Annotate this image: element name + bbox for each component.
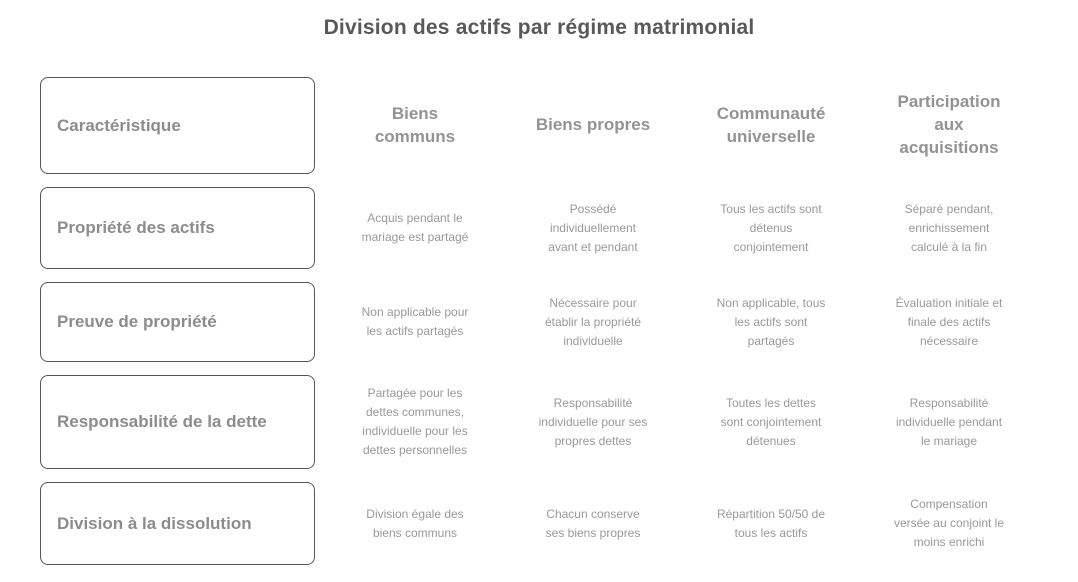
row-label-propriete-des-actifs: Propriété des actifs (40, 187, 315, 269)
cell-dissolution-biens-propres: Chacun conserve ses biens propres (545, 506, 641, 540)
diagram-title: Division des actifs par régime matrimoni… (323, 16, 755, 39)
column-header-communaute-universelle: Communauté universelle (716, 103, 826, 146)
cell-dette-participation: Responsabilité individuelle pendant le m… (895, 395, 1003, 448)
cell-dissolution-communaute: Répartition 50/50 de tous les actifs (716, 506, 826, 540)
cell-dissolution-biens-communs: Division égale des biens communs (366, 506, 464, 540)
cell-dette-communaute: Toutes les dettes sont conjointement dét… (720, 395, 822, 448)
cell-propriete-participation: Séparé pendant, enrichissement calculé à… (904, 201, 994, 254)
column-header-biens-propres: Biens propres (535, 115, 651, 135)
row-label-preuve-de-propriete: Preuve de propriété (40, 282, 315, 362)
row-label-division-dissolution: Division à la dissolution (40, 482, 315, 565)
column-header-biens-communs: Biens communs (374, 103, 456, 146)
cell-dette-biens-propres: Responsabilité individuelle pour ses pro… (538, 395, 648, 448)
column-header-participation-acquisitions: Participation aux acquisitions (897, 92, 1001, 157)
cell-dissolution-participation: Compensation versée au conjoint le moins… (893, 497, 1005, 549)
cell-preuve-participation: Évaluation initiale et finale des actifs… (895, 295, 1003, 348)
cell-preuve-communaute: Non applicable, tous les actifs sont par… (716, 295, 826, 348)
cell-dette-biens-communs: Partagée pour les dettes communes, indiv… (362, 386, 468, 457)
cell-propriete-communaute: Tous les actifs sont détenus conjointeme… (720, 201, 822, 254)
comparison-table: Caractéristique Biens communs Biens prop… (40, 77, 1078, 565)
cell-propriete-biens-propres: Possédé individuellement avant et pendan… (548, 201, 638, 254)
cell-preuve-biens-communs: Non applicable pour les actifs partagés (361, 305, 469, 338)
cell-propriete-biens-communs: Acquis pendant le mariage est partagé (361, 211, 469, 244)
cell-preuve-biens-propres: Nécessaire pour établir la propriété ind… (544, 295, 642, 348)
row-label-responsabilite-dette: Responsabilité de la dette (40, 375, 315, 469)
corner-label-box: Caractéristique (40, 77, 315, 174)
